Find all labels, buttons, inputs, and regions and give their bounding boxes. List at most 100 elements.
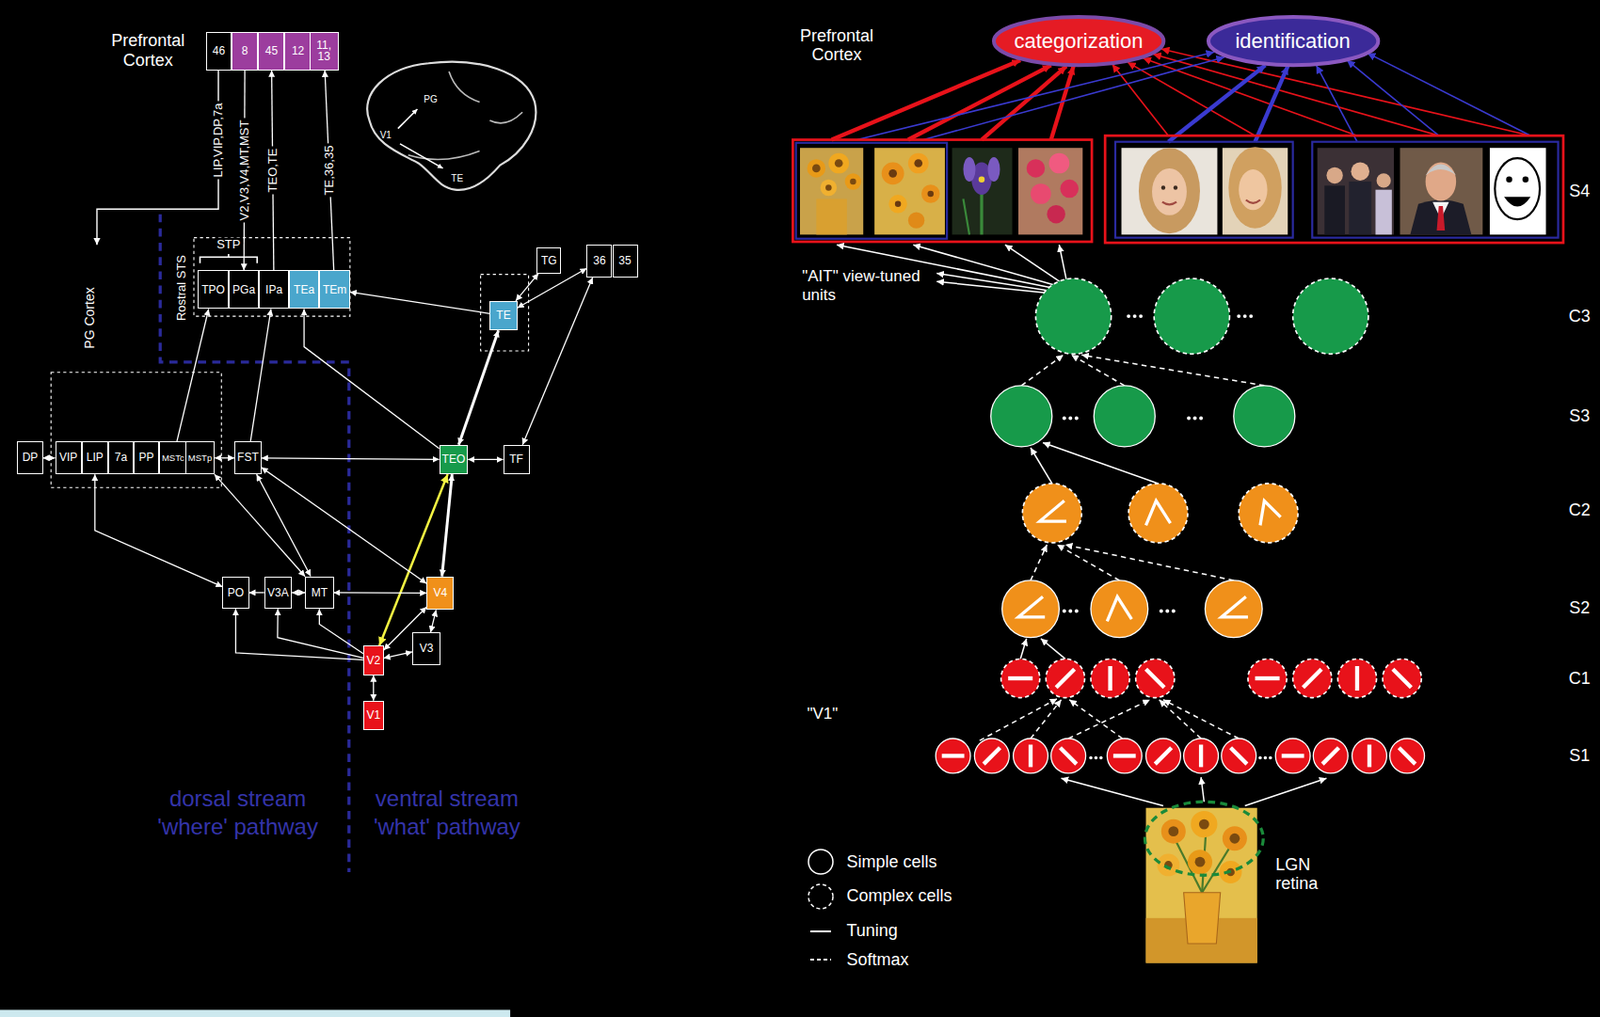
cortical-area-box: PP <box>133 441 160 475</box>
model-unit <box>1146 738 1182 774</box>
cortical-area-box: PO <box>222 576 249 610</box>
task-name: categorization <box>1013 30 1143 52</box>
readout-lines <box>1255 65 1289 142</box>
readout-lines <box>832 48 1532 143</box>
input-image <box>1146 808 1258 964</box>
legend-item: Complex cells <box>806 882 953 912</box>
readout-lines <box>923 57 1225 141</box>
pathway-connector <box>277 608 364 658</box>
stream-label: 'what' pathway <box>373 814 521 841</box>
pathway-connector <box>261 467 427 584</box>
group-label: STP <box>214 238 242 253</box>
image-tile <box>1046 205 1066 224</box>
brain-sketch <box>398 109 418 129</box>
image-tile <box>812 164 821 174</box>
layer-name: S4 <box>1568 180 1590 201</box>
brain-sketch <box>400 144 444 169</box>
ellipsis-dots <box>1236 314 1241 319</box>
model-unit <box>1392 669 1412 688</box>
model-unit <box>983 748 1000 765</box>
legend-text: Simple cells <box>847 852 938 873</box>
model-unit <box>1275 738 1311 774</box>
readout-lines <box>832 60 1022 141</box>
image-tile <box>1161 185 1166 190</box>
stp-bracket <box>200 254 258 264</box>
image-tile <box>962 198 970 235</box>
model-unit <box>935 738 971 774</box>
pathway-connector <box>235 608 364 660</box>
input-image <box>1168 826 1179 837</box>
model-unit <box>942 753 965 758</box>
ellipsis-dots <box>1248 314 1253 319</box>
pathway-connector <box>515 273 539 302</box>
image-tile <box>1522 176 1530 184</box>
image-tile <box>962 157 976 182</box>
area-name: PGa <box>232 284 256 297</box>
cortical-area-box: PGa <box>228 270 260 309</box>
area-name: 7a <box>114 451 128 464</box>
area-name: TF <box>509 453 524 466</box>
legend-item: Tuning <box>806 917 898 946</box>
model-unit <box>1293 658 1332 698</box>
readout-lines <box>1346 60 1440 136</box>
pathway-connector <box>379 474 448 646</box>
pathway-connector <box>214 457 235 459</box>
area-name: TEO <box>442 453 466 466</box>
s4-unit-box <box>1115 142 1294 239</box>
pathway-connector <box>291 592 305 593</box>
model-unit <box>1090 580 1149 639</box>
legend-swatch <box>806 917 835 946</box>
ellipsis-dots <box>1264 756 1267 760</box>
legend-text: Complex cells <box>847 886 953 907</box>
area-name: 12 <box>291 45 304 58</box>
cortical-area-box: VIP <box>55 441 82 475</box>
pathway-connector <box>442 474 453 576</box>
cortical-area-box: TF <box>503 445 530 475</box>
area-name: DP <box>22 451 39 464</box>
model-arrow <box>1159 700 1201 739</box>
model-unit <box>1059 748 1076 765</box>
image-tile <box>928 191 935 198</box>
pathway-connector <box>372 675 374 702</box>
image-tile <box>820 179 837 196</box>
model-unit <box>1382 658 1422 698</box>
image-tile <box>979 189 983 236</box>
image-tile <box>881 161 905 185</box>
area-group-outline <box>50 372 222 489</box>
cortical-area-box: MSTp <box>185 441 215 475</box>
stream-divider <box>160 214 350 873</box>
area-name: V3A <box>267 587 289 600</box>
layer-note: "AIT" view-tuned units <box>801 267 925 304</box>
region-label: PG Cortex <box>81 286 97 352</box>
pathway-connector <box>256 474 311 576</box>
ellipse-outline <box>1208 16 1378 65</box>
cortical-area-box: IPa <box>258 270 288 309</box>
image-tile <box>800 147 864 235</box>
model-unit <box>1382 658 1422 698</box>
image-tile <box>1376 173 1392 188</box>
ellipsis-dots <box>1138 314 1143 319</box>
input-image <box>1144 801 1264 876</box>
cortical-area-box: 35 <box>612 244 639 278</box>
cortical-area-box: DP <box>16 441 43 475</box>
ellipsis-dots <box>1062 609 1067 614</box>
ellipsis-dots <box>1243 314 1248 319</box>
image-tile <box>895 201 902 208</box>
area-name: PP <box>139 451 155 464</box>
image-tile <box>1400 147 1484 235</box>
model-unit <box>1028 745 1033 768</box>
image-tile <box>888 169 897 178</box>
model-unit <box>1255 676 1280 681</box>
model-unit <box>1051 738 1087 774</box>
model-unit <box>1231 748 1248 765</box>
legend-item: Simple cells <box>806 848 938 877</box>
cortical-area-box: MSTc <box>159 441 188 475</box>
image-tile <box>828 153 849 175</box>
area-name: TEm <box>322 284 347 297</box>
cortical-area-box: 7a <box>108 441 134 475</box>
stream-label: 'where' pathway <box>157 814 319 841</box>
area-name: V3 <box>419 642 434 656</box>
area-name: TEa <box>293 284 315 297</box>
model-unit <box>991 385 1053 448</box>
model-unit <box>1002 580 1060 639</box>
